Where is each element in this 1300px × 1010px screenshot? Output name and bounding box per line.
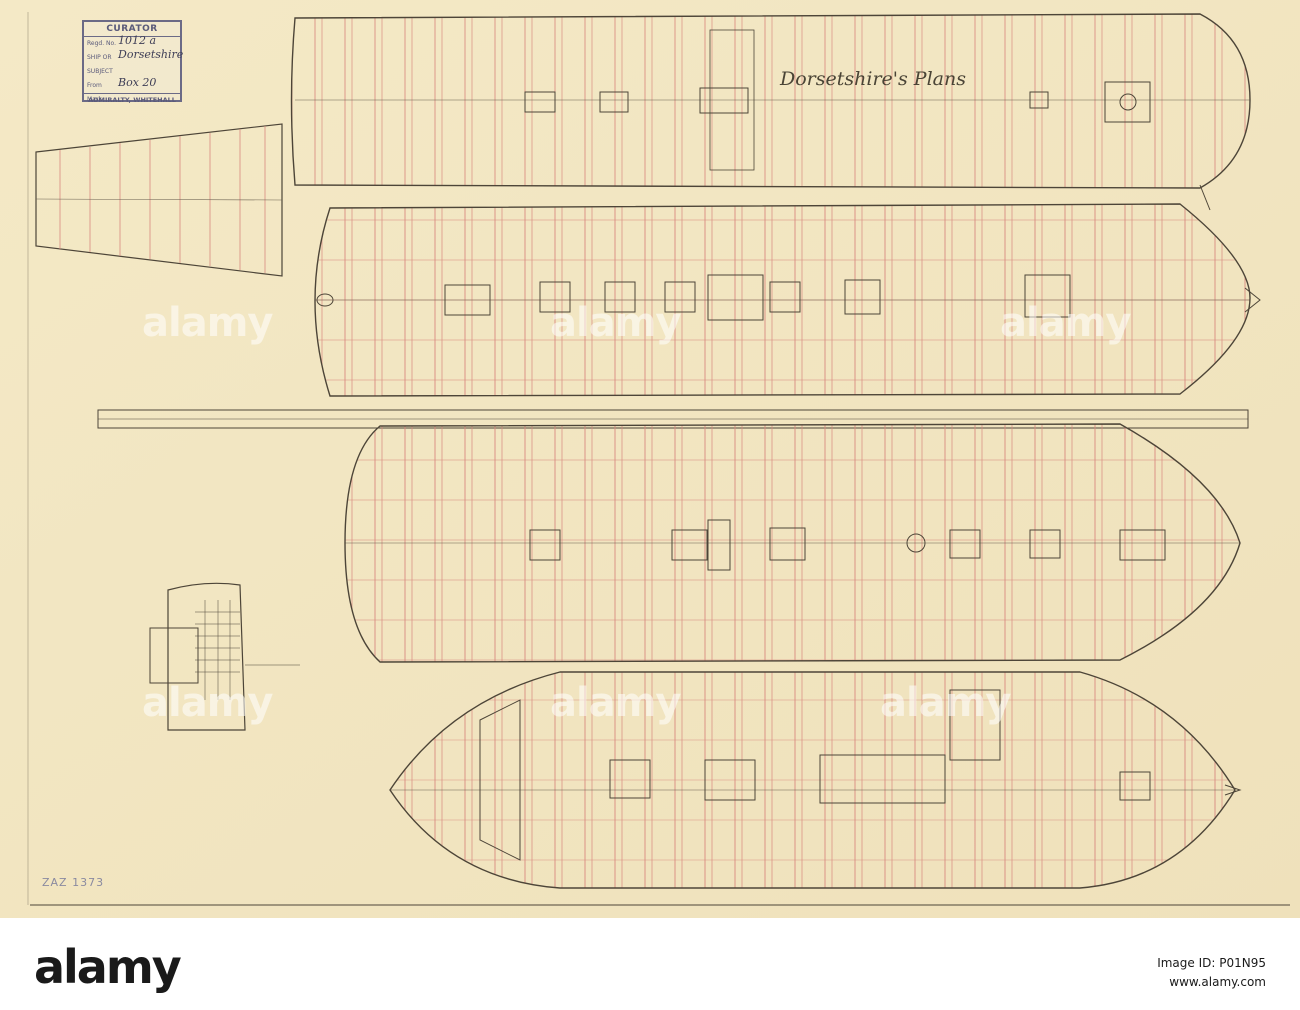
stamp-value: Box 20 (118, 76, 157, 89)
stamp-label: From Mark (87, 82, 102, 103)
watermark: alamy (550, 680, 681, 726)
stamp-footer: ADMIRALTY, WHITEHALL (84, 93, 180, 106)
reference-number: ZAZ 1373 (42, 876, 105, 889)
orlop-deck-plan (389, 671, 1242, 889)
stock-footer (0, 918, 1300, 1010)
image-credit: Image ID: P01N95 www.alamy.com (1157, 954, 1266, 992)
stamp-row-ship: SHIP OR Dorsetshire (84, 48, 184, 65)
middle-deck-plan (314, 203, 1261, 397)
stamp-value: 1012 a (118, 34, 157, 47)
lower-deck-plan (344, 423, 1241, 663)
watermark: alamy (550, 300, 681, 346)
upper-deck-plan (290, 13, 1251, 211)
stamp-label: SUBJECT (87, 68, 113, 75)
stamp-row-subject: SUBJECT (84, 65, 180, 79)
plan-title: Dorsetshire's Plans (780, 68, 966, 90)
site-url: www.alamy.com (1169, 975, 1266, 989)
watermark: alamy (1000, 300, 1131, 346)
curator-stamp: CURATOR Regd. No. 1012 a SHIP OR Dorsets… (82, 20, 184, 104)
quarterdeck-detail (35, 123, 283, 277)
stamp-row-mark: From Mark Box 20 (84, 76, 180, 103)
watermark: alamy (142, 680, 273, 726)
stamp-label: Regd. No. (87, 40, 116, 47)
stamp-label: SHIP OR (87, 54, 112, 61)
stern-section-detail (149, 582, 300, 731)
ship-plan-sheet (0, 0, 1300, 918)
watermark: alamy (142, 300, 273, 346)
stamp-heading: CURATOR (84, 22, 180, 37)
stamp-value: Dorsetshire (118, 48, 184, 61)
alamy-logo: alamy (34, 940, 182, 994)
image-id: Image ID: P01N95 (1157, 956, 1266, 970)
stamp-row-regd: Regd. No. 1012 a (84, 34, 180, 51)
watermark: alamy (880, 680, 1011, 726)
